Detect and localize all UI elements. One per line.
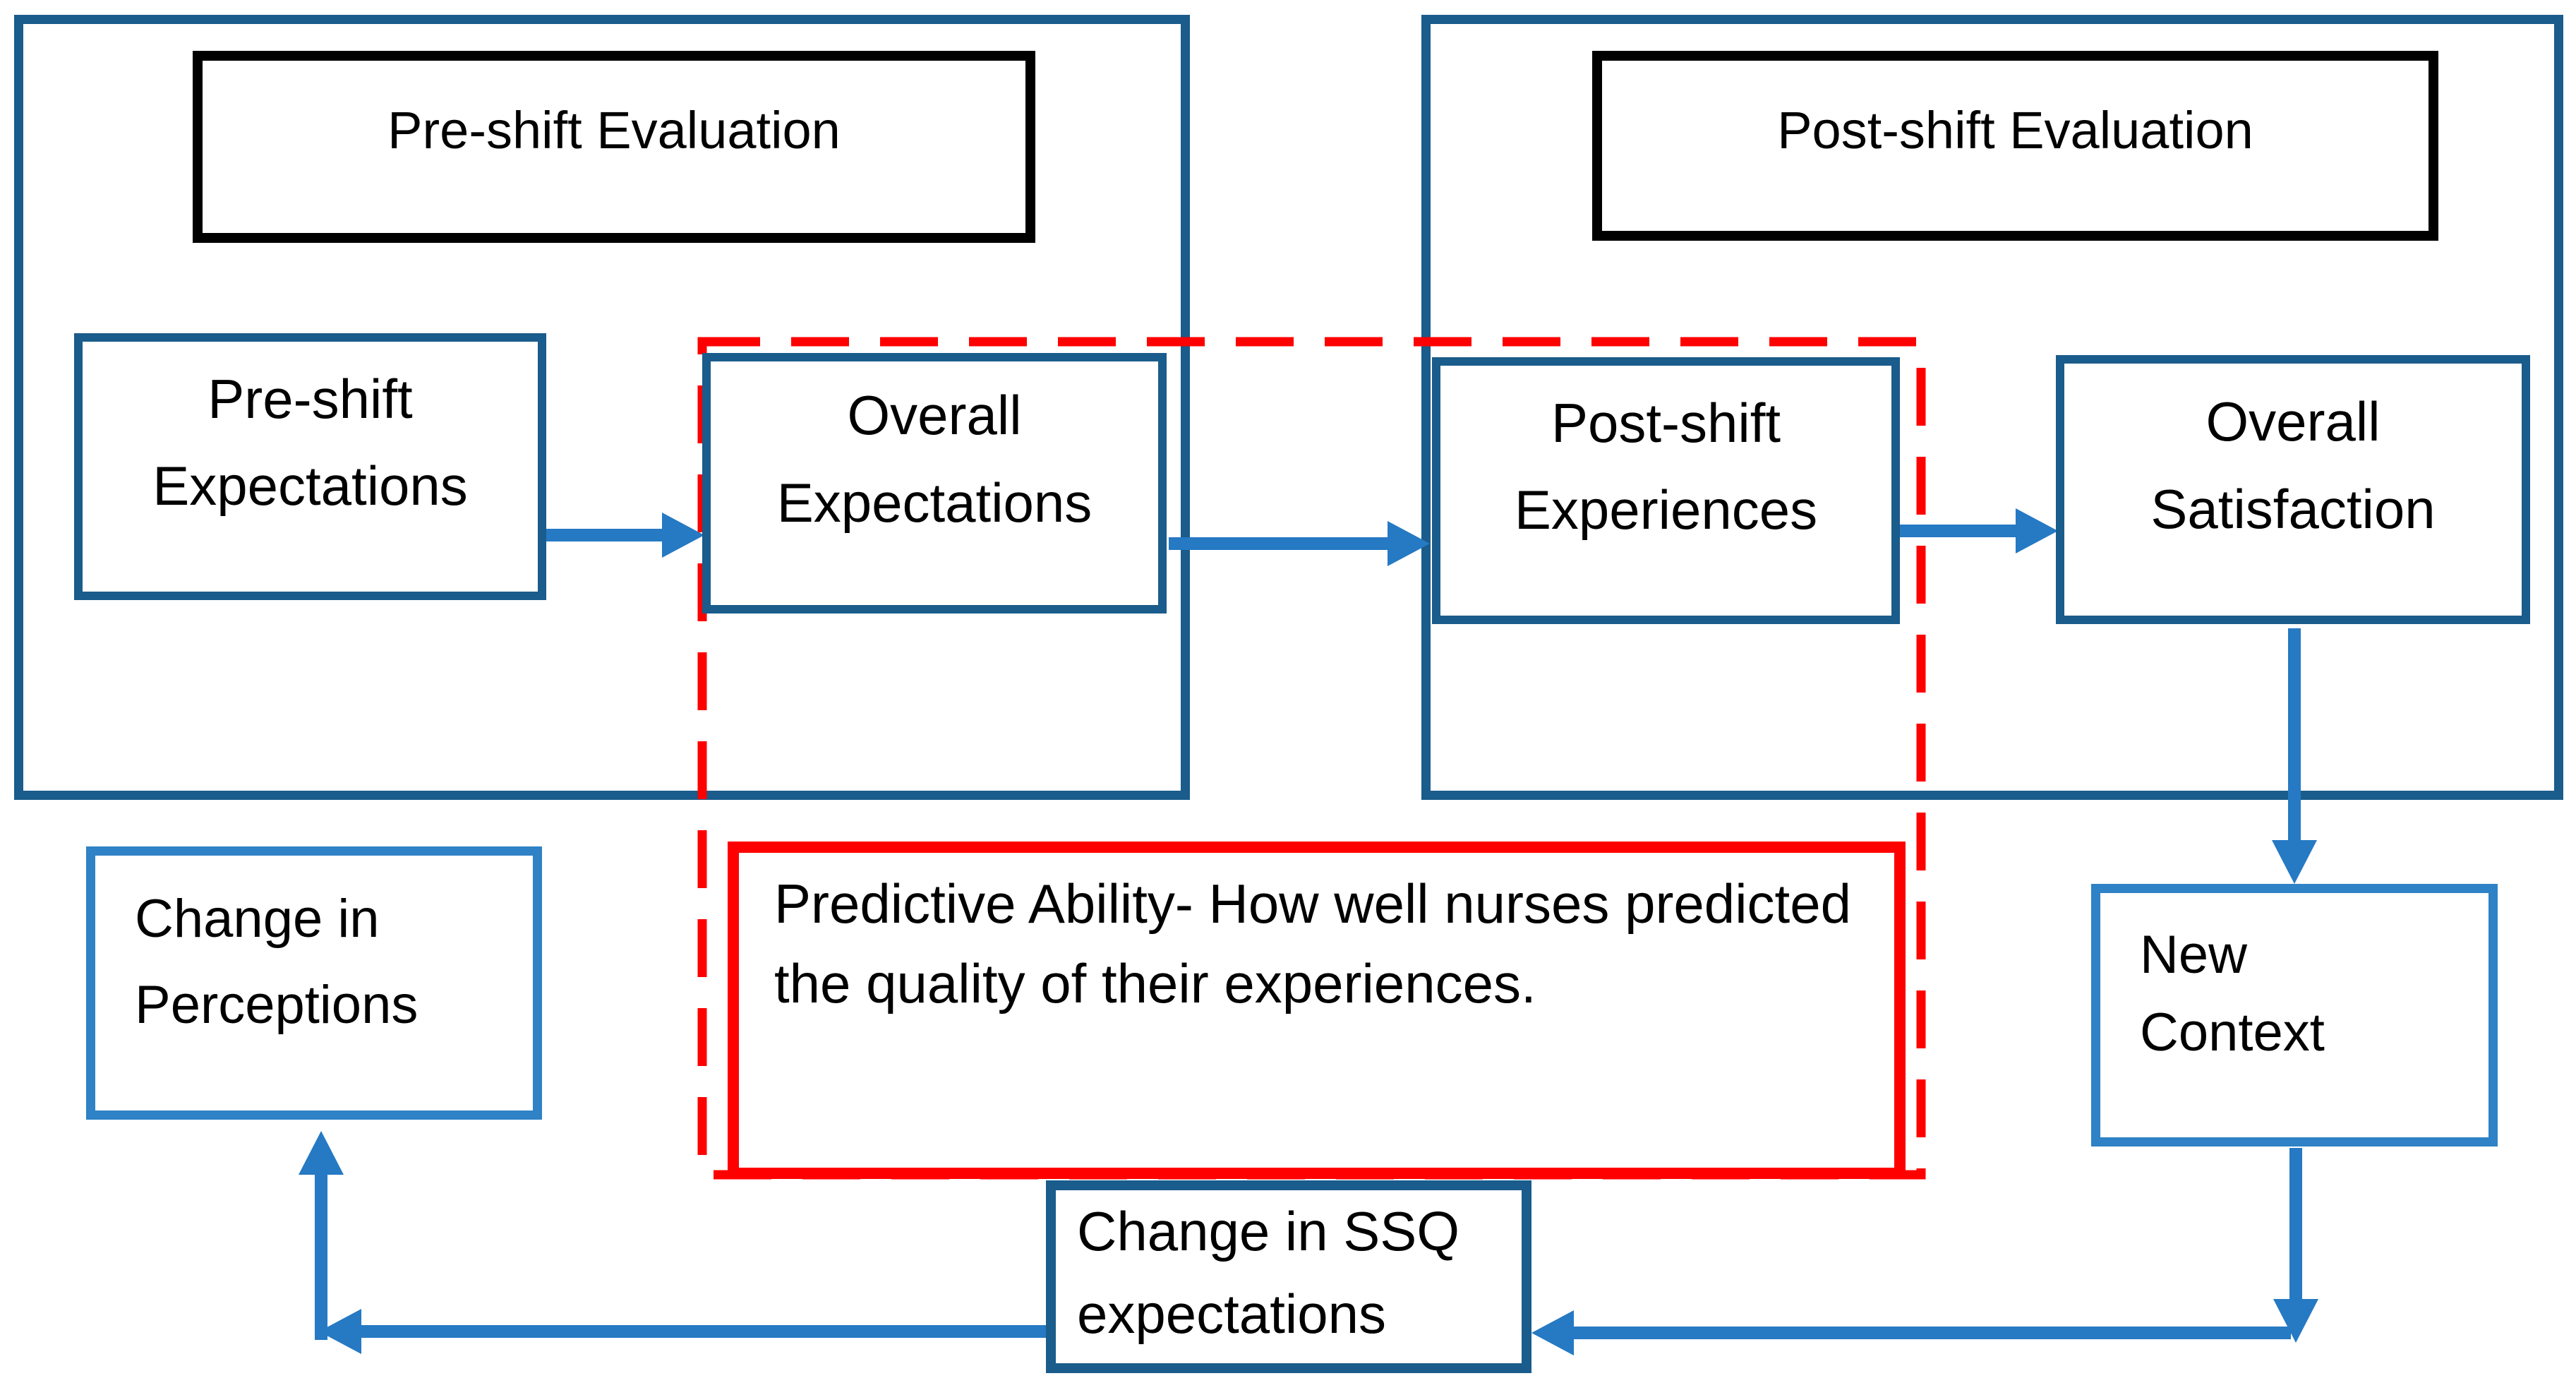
new-context-box: New Context	[2091, 884, 2498, 1146]
overall-expectations-box: Overall Expectations	[702, 353, 1167, 613]
post-shift-evaluation-container	[1421, 15, 2563, 800]
arrow-postexp-to-satisfaction	[1900, 508, 2058, 553]
arrow-satisfaction-to-newcontext	[2272, 628, 2317, 884]
change-in-ssq-box: Change in SSQ expectations	[1046, 1180, 1531, 1373]
post-shift-evaluation-title-box: Post-shift Evaluation	[1592, 51, 2438, 241]
pre-shift-evaluation-container	[14, 15, 1190, 800]
arrow-overallexp-to-postexp	[1169, 521, 1430, 566]
overall-expectations-label: Overall Expectations	[776, 384, 1093, 534]
pre-shift-expectations-box: Pre-shift Expectations	[74, 333, 546, 600]
post-shift-experiences-label: Post-shift Experiences	[1514, 391, 1818, 541]
post-shift-evaluation-title: Post-shift Evaluation	[1777, 101, 2253, 160]
overall-satisfaction-label: Overall Satisfaction	[2150, 390, 2436, 540]
overall-satisfaction-box: Overall Satisfaction	[2056, 355, 2530, 624]
arrow-newcontext-down	[2273, 1148, 2318, 1343]
predictive-ability-note-box: Predictive Ability- How well nurses pred…	[728, 842, 1906, 1179]
pre-shift-evaluation-title: Pre-shift Evaluation	[387, 101, 841, 160]
predictive-ability-dashed-region	[697, 337, 1926, 1180]
arrow-up-to-perceptions	[299, 1131, 344, 1340]
change-in-perceptions-box: Change in Perceptions	[86, 846, 542, 1120]
arrow-preexp-to-overallexp	[546, 513, 704, 558]
arrow-ssq-to-corner	[319, 1309, 1046, 1354]
pre-shift-expectations-label: Pre-shift Expectations	[152, 367, 468, 517]
change-in-ssq-label: Change in SSQ expectations	[1077, 1200, 1460, 1345]
new-context-label: New Context	[2140, 924, 2325, 1062]
arrow-right-to-ssq	[1531, 1310, 2291, 1355]
predictive-ability-note-text: Predictive Ability- How well nurses pred…	[774, 873, 1851, 1015]
change-in-perceptions-label: Change in Perceptions	[135, 888, 419, 1035]
post-shift-experiences-box: Post-shift Experiences	[1432, 357, 1900, 624]
pre-shift-evaluation-title-box: Pre-shift Evaluation	[193, 51, 1035, 243]
